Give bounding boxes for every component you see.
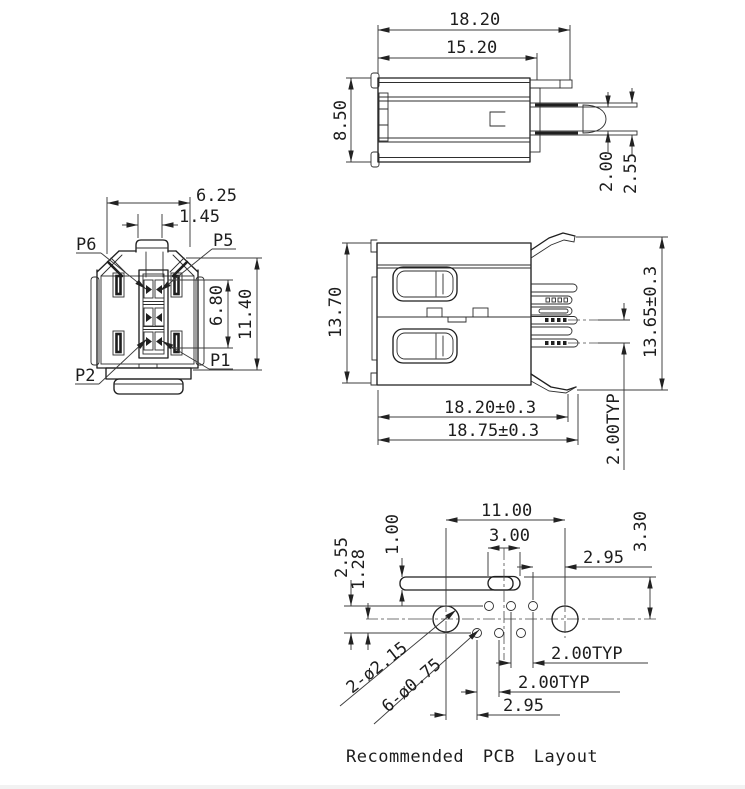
front-view-flange-right: [195, 276, 205, 366]
front-view-flange-left: [90, 276, 100, 366]
dim-pcb-hole-offset-bottom: 2.95: [503, 696, 544, 716]
pcb-pin-hole: [472, 628, 482, 638]
dim-front-contact-span: 6.80: [207, 285, 227, 326]
front-view-base: [105, 367, 192, 380]
dim-pcb-slot-width: 1.00: [383, 514, 403, 555]
dim-side-height-pins: 13.65±0.3: [641, 266, 661, 358]
top-view-polarity-mark: [489, 111, 506, 127]
side-view-mid-tab-right: [472, 307, 489, 318]
pin-label-p1: P1: [210, 351, 230, 371]
top-view: 18.20 15.20 8.50 2.00 2.55: [331, 10, 641, 194]
drawing-caption: Recommended PCB Layout: [346, 747, 598, 767]
front-view-corner-tab-right: [171, 260, 189, 278]
front-view-top-cap: [135, 239, 169, 253]
top-view-front-tab-lower: [370, 151, 380, 168]
dim-pcb-mount-span: 11.00: [481, 501, 532, 521]
dim-pcb-edge-to-hole-top: 2.95: [583, 548, 624, 568]
pcb-pin-hole: [484, 601, 494, 611]
top-view-body: [370, 72, 638, 168]
side-view-front-flange: [371, 276, 378, 361]
side-view: 13.70 13.65±0.3 2.00TYP 18.20±0.3 18.75±…: [326, 232, 668, 470]
front-view: 6.25 1.45 6.80 11.40 P6 P5 P2 P1: [75, 186, 262, 395]
side-view-shell-outline: [376, 242, 532, 386]
side-view-top-notch: [370, 239, 378, 253]
top-view-dimensions: 18.20 15.20 8.50 2.00 2.55: [331, 10, 641, 194]
pin-label-p2: P2: [75, 366, 95, 386]
dim-pcb-slot-length: 3.00: [489, 526, 530, 546]
dim-front-height: 11.40: [236, 289, 256, 340]
front-view-dimensions: 6.25 1.45 6.80 11.40 P6 P5 P2 P1: [75, 186, 262, 386]
front-view-corner-tab-left: [106, 260, 124, 278]
front-view-slot-fill: [115, 274, 122, 296]
dim-pcb-row-gap: 2.55: [332, 537, 352, 578]
dim-pin-gap-inner: 2.00: [597, 151, 617, 192]
dim-pcb-row-to-center: 1.28: [349, 549, 369, 590]
side-view-mid-tab-left: [426, 307, 443, 318]
pcb-pin-hole: [506, 601, 516, 611]
dim-pcb-pitch-top: 2.00TYP: [551, 644, 623, 664]
dim-top-width-outer: 18.20: [449, 10, 500, 30]
top-view-pin-upper: [529, 102, 638, 108]
dim-side-width-body: 18.20±0.3: [444, 398, 536, 418]
pcb-dimensions: 11.00 3.00 2.95 3.30 2.55 1.28 1.00: [332, 501, 656, 725]
dim-pin-gap-outer: 2.55: [621, 153, 641, 194]
side-view-pins: [530, 283, 598, 348]
dim-front-tab-width: 1.45: [179, 207, 220, 227]
pin-label-p6: P6: [76, 235, 96, 255]
top-view-front-tab-upper: [370, 72, 380, 89]
pin-label-p5: P5: [213, 231, 233, 251]
top-view-front-contacts: [378, 92, 389, 142]
dim-side-height-overall: 13.70: [326, 287, 346, 338]
pcb-layout: 11.00 3.00 2.95 3.30 2.55 1.28 1.00: [332, 501, 656, 725]
top-view-rear-flange: [529, 79, 573, 89]
top-view-pin-lower: [529, 130, 638, 136]
side-view-top-hook: [530, 232, 576, 251]
side-view-dimensions: 13.70 13.65±0.3 2.00TYP 18.20±0.3 18.75±…: [326, 236, 668, 470]
pcb-pin-hole: [528, 601, 538, 611]
top-view-pin-loop: [582, 104, 607, 134]
top-view-shell-outline: [377, 77, 531, 163]
side-view-bottom-hook: [530, 373, 577, 391]
side-view-latch-upper: [392, 266, 458, 302]
front-view-slot: [112, 272, 125, 298]
front-view-body: [90, 239, 205, 395]
side-view-body: [370, 232, 598, 394]
front-view-foot: [113, 378, 184, 395]
dim-side-pin-pitch: 2.00TYP: [604, 393, 624, 465]
dim-side-width-overall: 18.75±0.3: [447, 421, 539, 441]
dim-pcb-vertical-span: 3.30: [631, 511, 651, 552]
dim-front-top-width: 6.25: [196, 186, 237, 206]
side-view-bottom-notch: [370, 372, 378, 386]
top-view-rear-step: [529, 87, 541, 153]
front-view-contact-block: [138, 269, 169, 359]
dim-pcb-pitch-bottom: 2.00TYP: [518, 673, 590, 693]
pcb-pin-hole: [516, 628, 526, 638]
pcb-shell-slot: [399, 576, 514, 591]
pcb-pin-hole: [494, 628, 504, 638]
dim-top-width-inner: 15.20: [446, 38, 497, 58]
dim-top-height: 8.50: [331, 100, 351, 141]
side-view-latch-lower: [392, 328, 458, 364]
